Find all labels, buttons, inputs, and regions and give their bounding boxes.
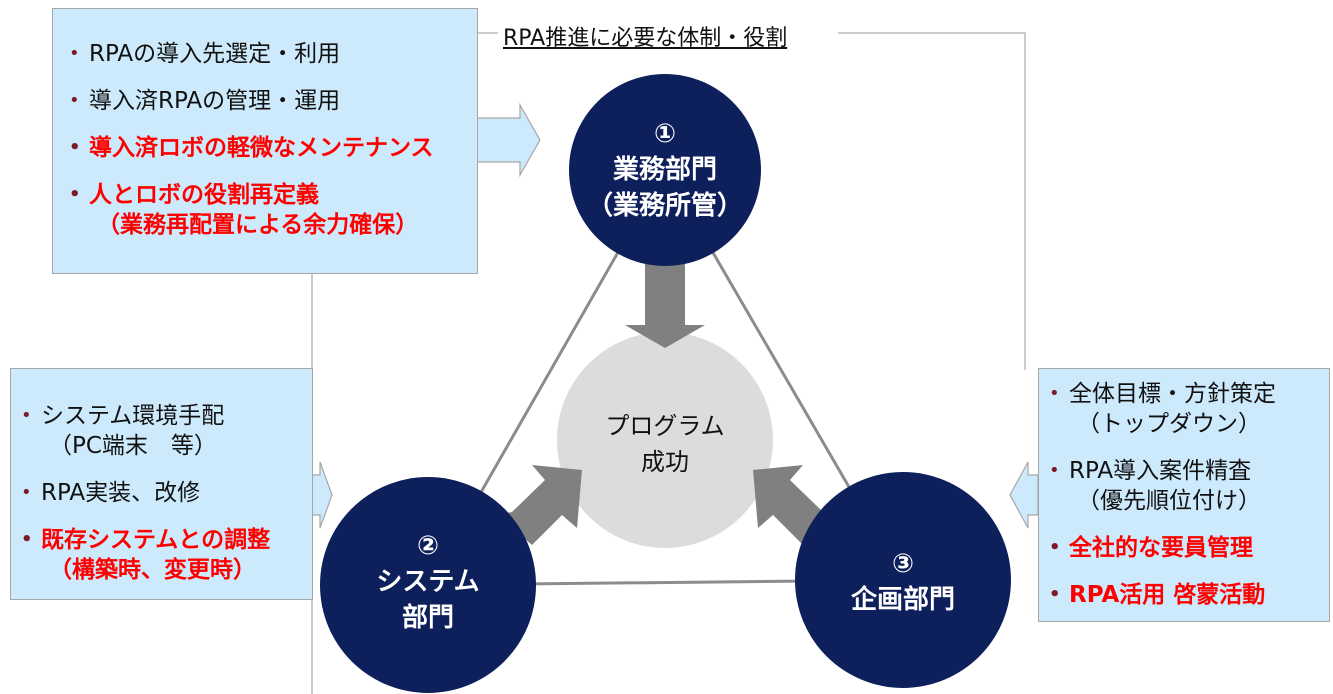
- list-item: RPA導入案件精査（優先順位付け）: [1041, 456, 1329, 516]
- center-circle: [557, 332, 773, 548]
- dept2-circle: [320, 477, 536, 693]
- dept3-circle: [795, 472, 1011, 688]
- list-item: RPA活用 啓蒙活動: [1041, 580, 1329, 610]
- arrow-box2-to-dept2: [311, 461, 333, 529]
- list-item: 導入済ロボの軽微なメンテナンス: [61, 133, 477, 163]
- list-item: システム環境手配（PC端末 等）: [13, 401, 312, 461]
- triangle-connector: [425, 166, 906, 587]
- list-item: 全体目標・方針策定（トップダウン）: [1041, 379, 1329, 439]
- arrow-dept2-to-center: [497, 465, 582, 545]
- dept1-circle: [569, 74, 761, 266]
- box-planning-roles: 全体目標・方針策定（トップダウン） RPA導入案件精査（優先順位付け） 全社的な…: [1038, 368, 1330, 622]
- arrow-box3-to-dept3: [1009, 461, 1039, 529]
- list-item: 導入済RPAの管理・運用: [61, 86, 477, 116]
- list-item: 全社的な要員管理: [1041, 533, 1329, 563]
- list-item: RPAの導入先選定・利用: [61, 39, 477, 69]
- bracket-line-right: [838, 32, 1026, 370]
- center-label: プログラム成功: [605, 412, 725, 476]
- list-item: RPA実装、改修: [13, 478, 312, 508]
- box-business-roles: RPAの導入先選定・利用 導入済RPAの管理・運用 導入済ロボの軽微なメンテナン…: [52, 8, 478, 274]
- arrow-dept1-to-center: [625, 262, 705, 348]
- box-system-roles: システム環境手配（PC端末 等） RPA実装、改修 既存システムとの調整（構築時…: [10, 368, 313, 600]
- arrow-box1-to-dept1: [476, 102, 541, 178]
- list-item: 人とロボの役割再定義（業務再配置による余力確保）: [61, 180, 477, 240]
- list-item: 既存システムとの調整（構築時、変更時）: [13, 525, 312, 585]
- diagram-title: RPA推進に必要な体制・役割: [503, 26, 788, 51]
